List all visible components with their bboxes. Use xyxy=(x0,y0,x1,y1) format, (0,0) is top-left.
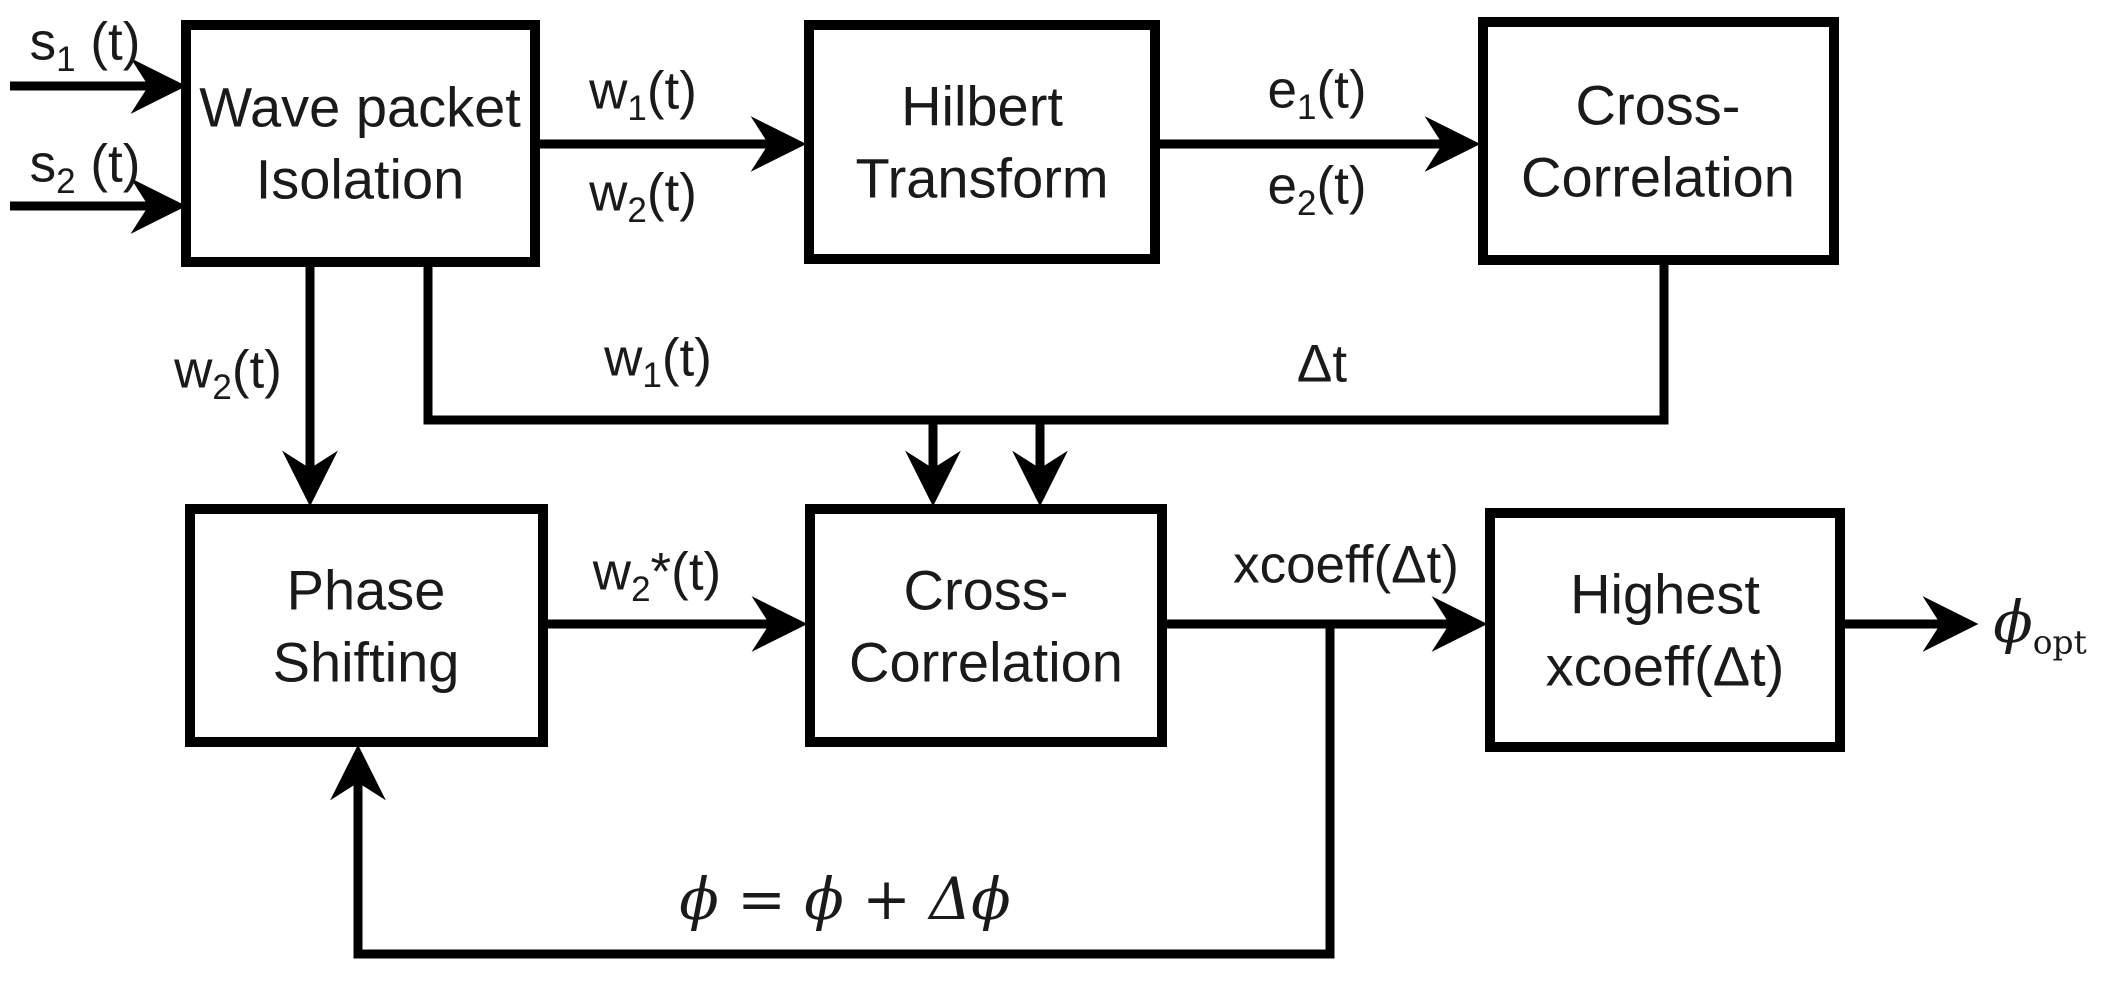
label-signal-e1: e1(t) xyxy=(1267,60,1367,126)
label-e2-suffix: (t) xyxy=(1316,156,1367,216)
label-w1-base: w xyxy=(589,61,628,121)
node-wave-packet-isolation-box xyxy=(181,20,540,267)
label-s1-base: s xyxy=(29,12,57,72)
edge-feedback-loop-arrow xyxy=(330,624,1335,959)
label-phi-opt-base: ϕ xyxy=(1993,588,2033,656)
label-signal-w2-top: w2(t) xyxy=(589,163,697,229)
node-hilbert-transform-box xyxy=(804,20,1160,264)
label-w1-subscript: 1 xyxy=(627,89,647,129)
label-w2-shifted-base: w xyxy=(592,542,632,602)
label-s1-suffix: (t) xyxy=(75,12,141,72)
label-signal-e2: e2(t) xyxy=(1267,156,1367,222)
label-signal-w2-shifted: w2*(t) xyxy=(592,542,722,608)
label-s1-subscript: 1 xyxy=(56,40,76,80)
label-w2-mid-base: w xyxy=(174,340,213,400)
label-signal-w1-top: w1(t) xyxy=(589,61,697,127)
label-w1-mid-suffix: (t) xyxy=(661,328,712,388)
node-wave-packet-line1: Wave packet xyxy=(199,75,521,139)
node-highest-xcoeff-line1: Highest xyxy=(1570,562,1760,626)
label-phi-opt-output: ϕopt xyxy=(1993,588,2087,659)
node-cross-correlation-top-label: Cross- Correlation xyxy=(1521,69,1795,212)
node-cross-correlation-bottom-box xyxy=(805,504,1167,747)
label-w2-subscript: 2 xyxy=(627,191,647,231)
label-delta-t: Δt xyxy=(1296,334,1348,394)
node-hilbert-transform-label: Hilbert Transform xyxy=(855,70,1108,213)
label-s2-subscript: 2 xyxy=(56,162,76,202)
node-highest-xcoeff-box xyxy=(1485,508,1845,752)
label-e2-subscript: 2 xyxy=(1297,184,1317,224)
label-phi-opt-subscript: opt xyxy=(2032,622,2087,662)
node-wave-packet-isolation-label: Wave packet Isolation xyxy=(199,71,521,214)
label-s2-base: s xyxy=(29,134,57,194)
node-cross-correlation-top-box xyxy=(1478,17,1839,265)
label-e1-subscript: 1 xyxy=(1297,88,1317,128)
label-w2-mid-suffix: (t) xyxy=(231,340,282,400)
label-w1-suffix: (t) xyxy=(646,61,697,121)
label-e1-suffix: (t) xyxy=(1316,60,1367,120)
label-w2-mid-subscript: 2 xyxy=(212,368,232,408)
node-xcorr-top-line1: Cross- xyxy=(1575,73,1741,137)
label-e1-base: e xyxy=(1267,60,1297,120)
label-w2-suffix: (t) xyxy=(646,163,697,223)
edge-w1-delta-t-rail xyxy=(423,262,1669,425)
label-w1-mid-subscript: 1 xyxy=(642,356,662,396)
node-phase-shifting-label: Phase Shifting xyxy=(273,554,460,697)
node-highest-xcoeff-line2: xcoeff(Δt) xyxy=(1545,634,1785,697)
label-signal-s1: s1 (t) xyxy=(29,12,141,78)
label-xcoeff: xcoeff(Δt) xyxy=(1233,535,1459,595)
node-xcorr-bottom-line1: Cross- xyxy=(903,558,1069,622)
label-e2-base: e xyxy=(1267,156,1297,216)
node-xcorr-bottom-line2: Correlation xyxy=(849,630,1123,693)
label-w2-shifted-suffix: *(t) xyxy=(650,542,722,602)
node-hilbert-line1: Hilbert xyxy=(901,74,1063,138)
label-w1-mid-base: w xyxy=(604,328,643,388)
node-xcorr-top-line2: Correlation xyxy=(1521,145,1795,208)
label-phi-update-equation: ϕ = ϕ + Δϕ xyxy=(679,865,1011,933)
node-cross-correlation-bottom-label: Cross- Correlation xyxy=(849,554,1123,697)
label-s2-suffix: (t) xyxy=(75,134,141,194)
label-w2-shifted-subscript: 2 xyxy=(631,570,651,610)
label-signal-s2: s2 (t) xyxy=(29,134,141,200)
node-phase-shifting-line1: Phase xyxy=(286,558,446,622)
node-phase-shifting-line2: Shifting xyxy=(272,630,460,693)
label-signal-w2-mid: w2(t) xyxy=(174,340,282,406)
node-highest-xcoeff-label: Highest xcoeff(Δt) xyxy=(1546,558,1785,701)
node-wave-packet-line2: Isolation xyxy=(255,147,465,210)
node-hilbert-line2: Transform xyxy=(855,146,1109,209)
label-w2-base: w xyxy=(589,163,628,223)
label-signal-w1-mid: w1(t) xyxy=(604,328,712,394)
